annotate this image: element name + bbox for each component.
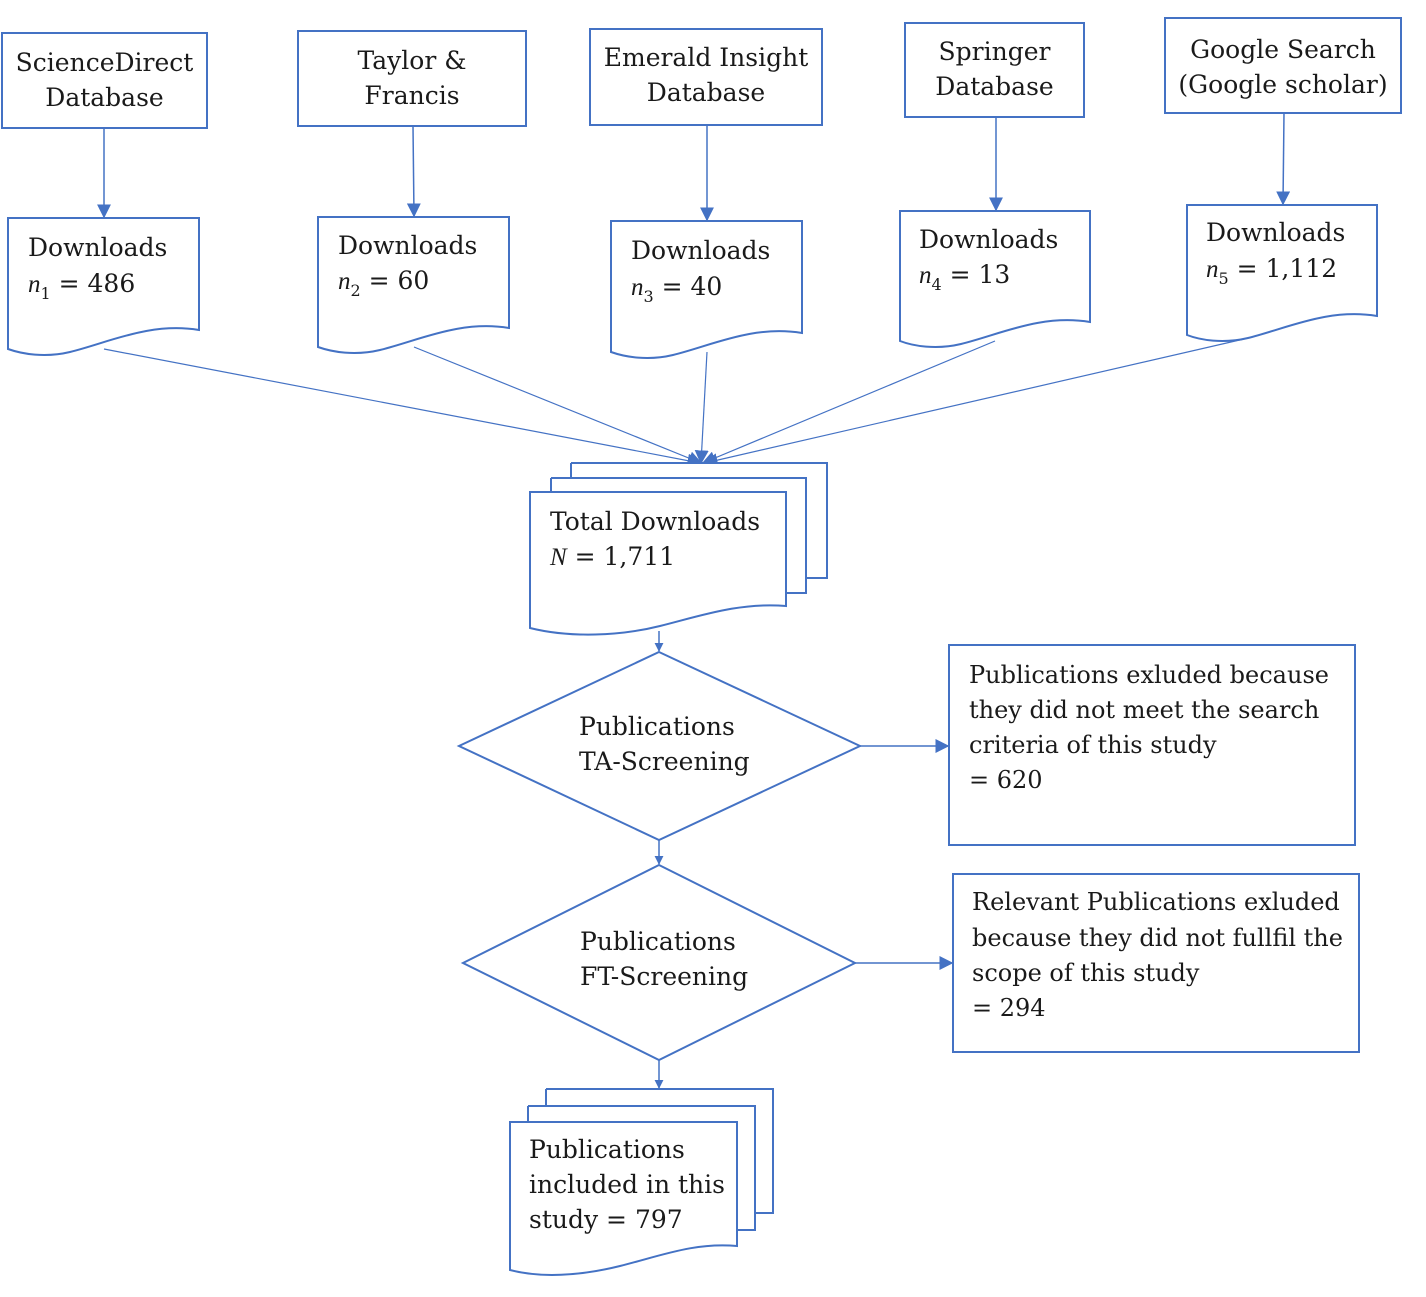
downloads-count: n3 = 40 xyxy=(631,272,722,306)
var-symbol: n xyxy=(919,262,932,289)
arrow xyxy=(103,348,702,468)
source-label-line: ScienceDirect xyxy=(16,48,194,77)
downloads-label: Downloads xyxy=(631,236,770,265)
downloads-label: Downloads xyxy=(919,225,1058,254)
downloads-springer: Downloads n4 = 13 xyxy=(899,210,1091,349)
downloads-count: n1 = 486 xyxy=(28,269,135,303)
source-taylor-francis: Taylor & Francis xyxy=(297,30,527,127)
var-symbol: n xyxy=(631,274,644,301)
equals-sign: = xyxy=(654,272,691,301)
source-label-line: Emerald Insight xyxy=(604,43,809,72)
decision-label-line: TA-Screening xyxy=(579,747,750,776)
total-value: 1,711 xyxy=(604,542,676,571)
downloads-value: 60 xyxy=(398,266,430,295)
var-symbol: n xyxy=(1206,256,1219,283)
var-symbol: n xyxy=(28,271,41,298)
total-count: N = 1,711 xyxy=(549,542,675,571)
source-scienceDirect: ScienceDirect Database xyxy=(1,32,208,129)
arrow xyxy=(694,351,709,465)
arrow xyxy=(413,346,703,465)
arrow xyxy=(703,338,1245,467)
downloads-taylor-francis: Downloads n2 = 60 xyxy=(317,216,510,355)
decision-label-line: Publications xyxy=(579,712,735,741)
arrow xyxy=(406,125,421,218)
excluded-text-line: scope of this study xyxy=(972,959,1200,987)
included-text-line: study = 797 xyxy=(529,1205,683,1234)
source-label-line: Taylor & xyxy=(358,46,467,75)
downloads-count: n2 = 60 xyxy=(338,266,429,300)
equals-sign: = xyxy=(567,542,604,571)
source-google-scholar: Google Search (Google scholar) xyxy=(1164,17,1402,114)
source-label-line: Database xyxy=(45,83,163,112)
excluded-text-line: criteria of this study xyxy=(969,731,1217,759)
excluded-ta-box: Publications exluded because they did no… xyxy=(948,644,1356,846)
downloads-scienceDirect: Downloads n1 = 486 xyxy=(7,217,200,357)
downloads-value: 13 xyxy=(979,260,1011,289)
source-arrows xyxy=(97,112,1291,222)
equals-sign: = xyxy=(942,260,979,289)
downloads-value: 1,112 xyxy=(1266,254,1338,283)
source-emerald-insight: Emerald Insight Database xyxy=(589,28,823,126)
downloads-value: 40 xyxy=(691,272,723,301)
source-label-line: Database xyxy=(647,78,765,107)
source-label-line: Google Search xyxy=(1190,35,1376,64)
excluded-count: = 620 xyxy=(969,766,1043,794)
downloads-label: Downloads xyxy=(1206,218,1345,247)
included-text-line: Publications xyxy=(529,1135,685,1164)
equals-sign: = xyxy=(51,269,88,298)
var-subscript: 5 xyxy=(1219,269,1229,288)
source-label-line: Springer xyxy=(939,37,1051,66)
total-label: Total Downloads xyxy=(550,507,760,536)
excluded-text-line: Publications exluded because xyxy=(969,661,1329,689)
var-subscript: 4 xyxy=(932,275,942,294)
ta-screening-decision: Publications TA-Screening xyxy=(456,650,863,842)
downloads-count: n4 = 13 xyxy=(919,260,1010,294)
arrow xyxy=(1276,112,1291,206)
downloads-google-scholar: Downloads n5 = 1,112 xyxy=(1186,204,1378,343)
source-label-line: Francis xyxy=(364,81,459,110)
included-text-line: included in this xyxy=(529,1170,725,1199)
arrow xyxy=(701,340,996,465)
excluded-text-line: because they did not fullfil the xyxy=(972,924,1343,952)
excluded-text-line: Relevant Publications exluded xyxy=(972,888,1340,916)
downloads-label: Downloads xyxy=(28,233,167,262)
converging-arrows xyxy=(103,338,1245,468)
var-symbol: n xyxy=(338,268,351,295)
source-label-line: (Google scholar) xyxy=(1178,70,1387,99)
excluded-text-line: they did not meet the search xyxy=(969,696,1319,724)
decision-label-line: Publications xyxy=(580,927,736,956)
var-subscript: 1 xyxy=(41,284,51,303)
downloads-value: 486 xyxy=(88,269,136,298)
source-springer: Springer Database xyxy=(904,22,1085,118)
included-publications: Publications included in this study = 79… xyxy=(509,1088,774,1276)
equals-sign: = xyxy=(1229,254,1266,283)
downloads-count: n5 = 1,112 xyxy=(1206,254,1337,288)
excluded-count: = 294 xyxy=(972,994,1046,1022)
downloads-label: Downloads xyxy=(338,231,477,260)
var-subscript: 3 xyxy=(644,287,654,306)
var-subscript: 2 xyxy=(351,281,361,300)
downloads-emerald-insight: Downloads n3 = 40 xyxy=(610,220,803,360)
total-downloads: Total Downloads N = 1,711 xyxy=(529,462,828,636)
equals-sign: = xyxy=(361,266,398,295)
decision-label-line: FT-Screening xyxy=(580,962,748,991)
excluded-ft-box: Relevant Publications exluded because th… xyxy=(952,873,1360,1053)
var-symbol: N xyxy=(549,544,568,571)
ft-screening-decision: Publications FT-Screening xyxy=(460,863,858,1062)
source-label-line: Database xyxy=(935,72,1053,101)
